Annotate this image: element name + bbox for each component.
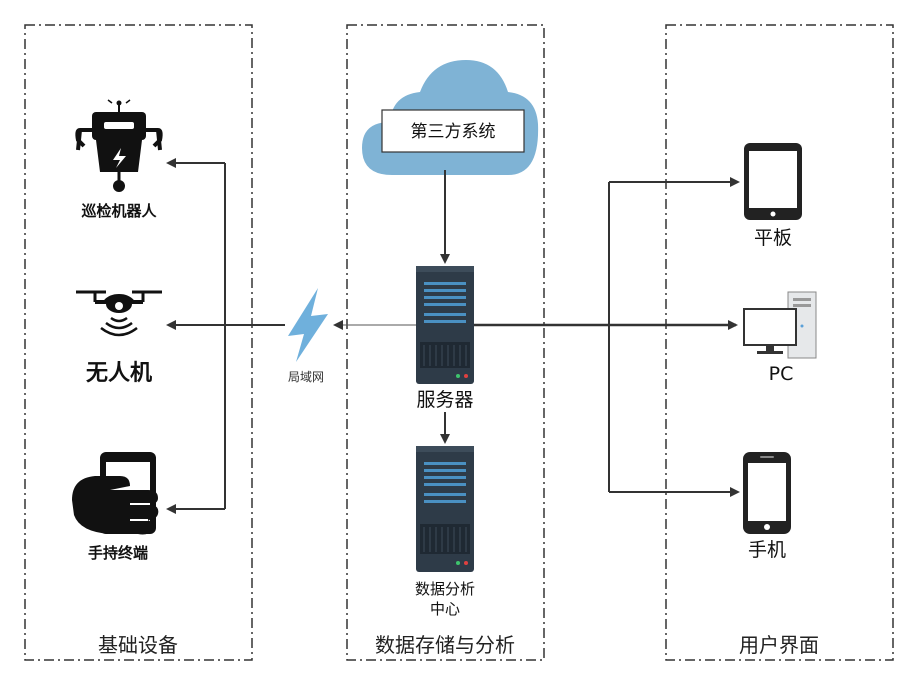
tablet-icon: [744, 143, 802, 220]
zone-left-title: 基础设备: [98, 633, 178, 657]
server-label: 服务器: [416, 389, 473, 411]
handheld-icon: [72, 452, 159, 535]
zone-right-box: [665, 24, 894, 661]
device-connector: [166, 158, 285, 514]
lan-label: 局域网: [288, 370, 324, 384]
zone-middle-box: [346, 24, 545, 661]
analysis-label-line1: 数据分析: [415, 580, 475, 598]
zone-middle-title: 数据存储与分析: [375, 633, 515, 657]
drone-icon: [76, 290, 162, 337]
pc-label: PC: [769, 363, 794, 385]
robot-icon: [75, 99, 163, 192]
phone-icon: [743, 452, 791, 534]
third-party-box: [381, 109, 525, 153]
pc-icon: [743, 291, 817, 359]
analysis-label-line2: 中心: [430, 600, 460, 618]
robot-label: 巡检机器人: [81, 202, 157, 220]
handheld-label: 手持终端: [88, 544, 148, 562]
third-party-label: 第三方系统: [411, 122, 496, 142]
zone-right-title: 用户界面: [739, 633, 819, 657]
analysis-server-icon: [416, 446, 474, 572]
lightning-icon: [288, 288, 328, 362]
client-connector: [474, 177, 740, 497]
zone-left-box: [24, 24, 253, 661]
tablet-label: 平板: [754, 227, 792, 249]
phone-label: 手机: [748, 539, 786, 561]
drone-label: 无人机: [86, 361, 152, 386]
server-icon: [416, 266, 474, 384]
